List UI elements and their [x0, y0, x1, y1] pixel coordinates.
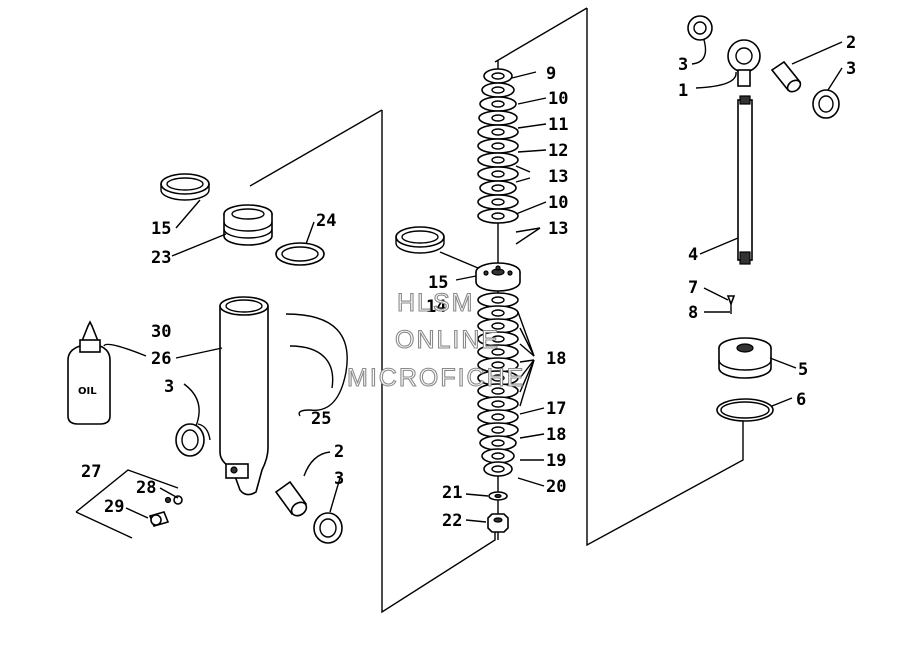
- callout-13: 13: [548, 219, 568, 239]
- callout-24: 24: [316, 211, 336, 231]
- shock-body-assembly: OIL: [67, 173, 348, 544]
- callout-15: 15: [428, 273, 448, 293]
- callout-12: 12: [548, 141, 568, 161]
- callout-9: 9: [546, 64, 556, 84]
- nut-22: [487, 513, 509, 533]
- shock-cylinder-26: [219, 296, 269, 496]
- shim-stack-top: [477, 68, 519, 224]
- bottle-label: OIL: [78, 386, 97, 397]
- callout-28: 28: [136, 478, 156, 498]
- shim-disc: [481, 82, 515, 98]
- callout-numbers: 15 23 24 30 26 3 25 2 3 27 28 29 9 10 11…: [81, 33, 856, 531]
- callout-29: 29: [104, 497, 124, 517]
- watermark-line-3: MICROFICHE: [347, 364, 525, 392]
- callout-1: 1: [678, 81, 688, 101]
- callout-30: 30: [151, 322, 171, 342]
- shim-disc: [477, 194, 519, 210]
- seal-ring-15: [160, 173, 210, 201]
- shim-disc: [477, 152, 519, 168]
- callout-4: 4: [688, 245, 698, 265]
- bearing-assembly-23: [223, 204, 273, 246]
- callout-8: 8: [688, 303, 698, 323]
- seal-ring-24: [275, 242, 325, 266]
- washer-21: [488, 491, 508, 501]
- shim-disc: [477, 208, 519, 224]
- shim-disc: [477, 422, 519, 438]
- shim-disc: [477, 409, 519, 425]
- callout-6: 6: [796, 390, 806, 410]
- shim-disc: [481, 448, 515, 464]
- shim-disc: [477, 138, 519, 154]
- leader-lines: [103, 39, 843, 523]
- sleeve-2-right: [770, 60, 802, 93]
- bushing-3-left: [175, 423, 211, 457]
- piston-rod-4: [737, 95, 753, 265]
- callout-14: 14: [426, 297, 446, 317]
- shim-disc: [479, 180, 517, 196]
- callout-7: 7: [688, 278, 698, 298]
- callout-2: 2: [846, 33, 856, 53]
- shim-disc: [477, 331, 519, 347]
- shim-disc: [483, 68, 513, 84]
- callout-3: 3: [678, 55, 688, 75]
- callout-25: 25: [311, 409, 331, 429]
- callout-19: 19: [546, 451, 566, 471]
- callout-15: 15: [151, 219, 171, 239]
- shim-stack-bottom: [477, 292, 519, 477]
- eyelet-1: [727, 39, 761, 87]
- callout-10: 10: [548, 193, 568, 213]
- callout-2: 2: [334, 442, 344, 462]
- shim-disc: [477, 166, 519, 182]
- callout-5: 5: [798, 360, 808, 380]
- callout-17: 17: [546, 399, 566, 419]
- callout-18: 18: [546, 425, 566, 445]
- valve-stack: [395, 60, 521, 540]
- shim-disc: [477, 396, 519, 412]
- shim-disc: [479, 435, 517, 451]
- callout-20: 20: [546, 477, 566, 497]
- callout-26: 26: [151, 349, 171, 369]
- shim-disc: [477, 124, 519, 140]
- bushing-3-right: [812, 89, 840, 119]
- bushing-3-top-left: [687, 15, 713, 41]
- watermark-line-1: HLSM: [397, 289, 474, 317]
- bushing-3-lower: [313, 512, 343, 544]
- shaft-assembly: [687, 15, 840, 422]
- callout-18: 18: [546, 349, 566, 369]
- piston-14: [475, 262, 521, 292]
- callout-13: 13: [548, 167, 568, 187]
- watermark-line-2: ONLINE: [395, 326, 500, 354]
- shim-disc: [477, 370, 519, 386]
- callout-3: 3: [846, 59, 856, 79]
- shim-disc: [477, 292, 519, 308]
- shim-disc: [477, 318, 519, 334]
- reservoir-hose-25: [285, 313, 348, 411]
- callout-23: 23: [151, 248, 171, 268]
- seal-ring-15-mid: [395, 226, 445, 254]
- o-ring-6: [716, 398, 774, 422]
- bolt-7: [726, 295, 736, 314]
- shim-disc: [483, 461, 513, 477]
- panel-outlines: [249, 7, 744, 614]
- watermark: HLSM ONLINE MICROFICHE: [346, 288, 525, 392]
- shim-disc: [477, 305, 519, 321]
- callout-3: 3: [164, 377, 174, 397]
- callout-3: 3: [334, 469, 344, 489]
- shim-disc: [478, 110, 518, 126]
- oil-bottle-30: OIL: [67, 320, 111, 425]
- end-cap-5: [718, 337, 772, 379]
- callout-21: 21: [442, 483, 462, 503]
- callout-11: 11: [548, 115, 568, 135]
- callout-10: 10: [548, 89, 568, 109]
- sleeve-2-left: [274, 480, 308, 517]
- shim-disc: [479, 96, 517, 112]
- callout-27: 27: [81, 462, 101, 482]
- fitting-kit-27: [75, 469, 183, 539]
- callout-22: 22: [442, 511, 462, 531]
